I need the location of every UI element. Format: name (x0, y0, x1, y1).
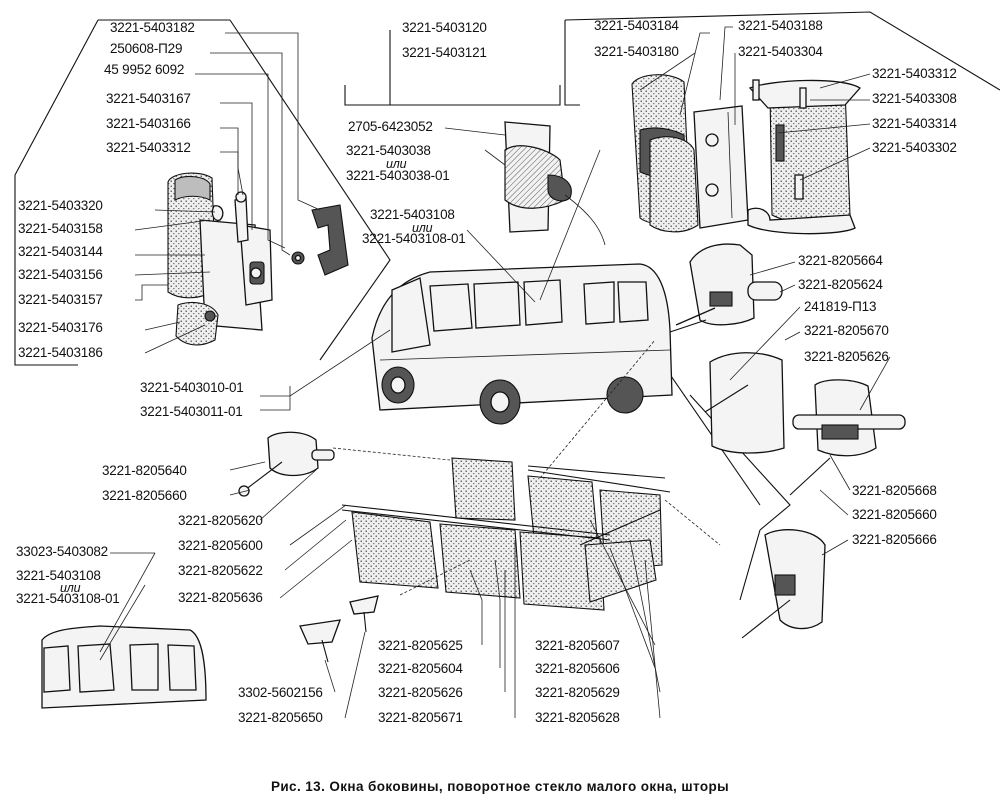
label-3221-8205628: 3221-8205628 (535, 710, 620, 725)
label-3221-8205629: 3221-8205629 (535, 685, 620, 700)
label-3221-5403108-01: 3221-5403108-01 (362, 231, 466, 246)
label-3221-5403184: 3221-5403184 (594, 18, 679, 33)
curtain-panels (341, 457, 671, 611)
label-3221-8205620: 3221-8205620 (178, 513, 263, 528)
left-latch-assembly (167, 172, 349, 346)
label-3221-5403121: 3221-5403121 (402, 45, 487, 60)
label-3221-8205640: 3221-8205640 (102, 463, 187, 478)
right-hinge-group (631, 74, 862, 235)
label-3221-8205664: 3221-8205664 (798, 253, 883, 268)
label-3221-5403158: 3221-5403158 (18, 221, 103, 236)
label-3221-8205660-left: 3221-8205660 (102, 488, 187, 503)
label-3221-5403180: 3221-5403180 (594, 44, 679, 59)
label-3221-5403312-left: 3221-5403312 (106, 140, 191, 155)
label-or-3: или (60, 581, 81, 595)
label-33023-5403082: 33023-5403082 (16, 544, 108, 559)
label-3221-8205600: 3221-8205600 (178, 538, 263, 553)
label-3221-8205606: 3221-8205606 (535, 661, 620, 676)
label-3302-5602156: 3302-5602156 (238, 685, 323, 700)
label-3221-8205626-bottom: 3221-8205626 (378, 685, 463, 700)
label-3221-5403108: 3221-5403108 (370, 207, 455, 222)
curtain-hooks (675, 243, 906, 639)
fasteners (238, 319, 707, 663)
label-3221-5403302: 3221-5403302 (872, 140, 957, 155)
label-3221-5403108-inset: 3221-5403108 (16, 568, 101, 583)
label-2705-6423052: 2705-6423052 (348, 119, 433, 134)
label-3221-5403308: 3221-5403308 (872, 91, 957, 106)
label-3221-5403304: 3221-5403304 (738, 44, 823, 59)
label-3221-5403186: 3221-5403186 (18, 345, 103, 360)
label-250608-p29: 250608-П29 (110, 41, 183, 56)
label-3221-5403038: 3221-5403038 (346, 143, 431, 158)
label-or-1: или (386, 157, 407, 171)
figure-caption: Рис. 13. Окна боковины, поворотное стекл… (270, 779, 730, 794)
label-3221-5403011-01: 3221-5403011-01 (140, 404, 243, 419)
label-3221-5403167: 3221-5403167 (106, 91, 191, 106)
glass-seal-section (504, 121, 606, 246)
label-3221-5403314: 3221-5403314 (872, 116, 957, 131)
frame-top-bracket (344, 30, 561, 106)
label-3221-5403188: 3221-5403188 (738, 18, 823, 33)
label-241819-p13: 241819-П13 (804, 299, 877, 314)
minibus-body (371, 263, 673, 425)
label-3221-8205666: 3221-8205666 (852, 532, 937, 547)
rear-van-inset (41, 625, 207, 709)
label-3221-8205650: 3221-8205650 (238, 710, 323, 725)
label-or-2: или (412, 221, 433, 235)
label-3221-5403157: 3221-5403157 (18, 292, 103, 307)
label-3221-8205622: 3221-8205622 (178, 563, 263, 578)
label-3221-5403144: 3221-5403144 (18, 244, 103, 259)
label-3221-5403182: 3221-5403182 (110, 20, 195, 35)
label-3221-5403156: 3221-5403156 (18, 267, 103, 282)
label-3221-8205607: 3221-8205607 (535, 638, 620, 653)
label-3221-5403120: 3221-5403120 (402, 20, 487, 35)
frame-right-group (564, 11, 1000, 106)
label-3221-5403312-right: 3221-5403312 (872, 66, 957, 81)
label-3221-8205626-right: 3221-8205626 (804, 349, 889, 364)
label-3221-8205660-right: 3221-8205660 (852, 507, 937, 522)
label-3221-5403108-01-inset: 3221-5403108-01 (16, 591, 120, 606)
label-3221-8205671: 3221-8205671 (378, 710, 463, 725)
leader-lines (99, 26, 891, 719)
label-3221-5403176: 3221-5403176 (18, 320, 103, 335)
label-3221-5403010-01: 3221-5403010-01 (140, 380, 244, 395)
label-3221-8205668: 3221-8205668 (852, 483, 937, 498)
label-3221-5403320: 3221-5403320 (18, 198, 103, 213)
label-3221-8205604: 3221-8205604 (378, 661, 463, 676)
label-3221-8205625: 3221-8205625 (378, 638, 463, 653)
label-3221-5403038-01: 3221-5403038-01 (346, 168, 450, 183)
label-3221-8205670: 3221-8205670 (804, 323, 889, 338)
label-3221-8205624: 3221-8205624 (798, 277, 883, 292)
frame-left-group (14, 19, 391, 366)
label-45-9952-6092: 45 9952 6092 (104, 62, 185, 77)
label-3221-8205636: 3221-8205636 (178, 590, 263, 605)
label-3221-5403166: 3221-5403166 (106, 116, 191, 131)
